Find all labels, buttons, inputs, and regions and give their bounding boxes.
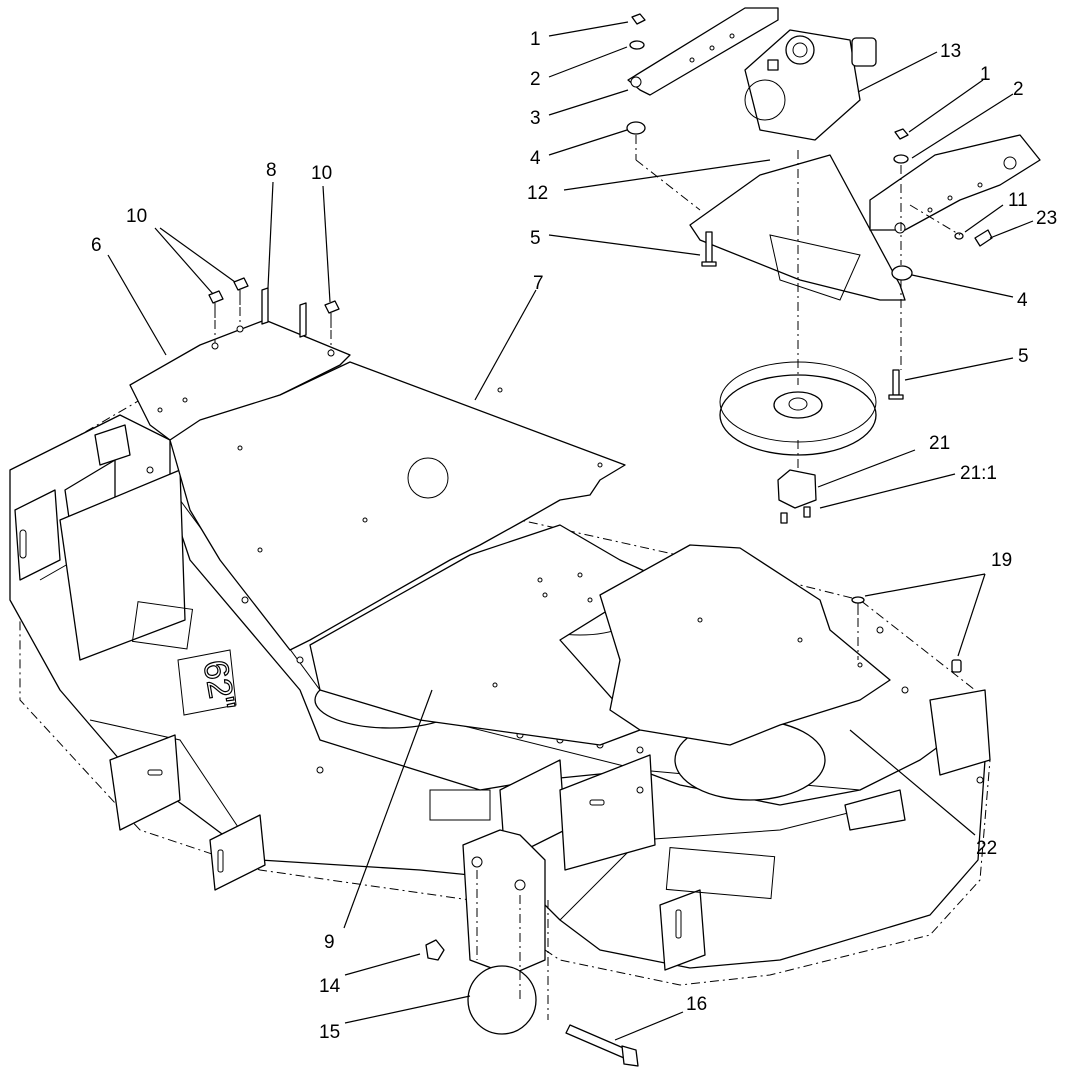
callout-label: 2 [530,69,541,90]
callout-label: 23 [1036,208,1057,229]
callout-label: 4 [1017,290,1028,311]
callout-label: 5 [1018,346,1029,367]
callout-label: 2 [1013,79,1024,100]
gearbox-assembly [626,7,1041,524]
roller-assembly [425,829,639,1067]
callout-label: 10 [311,163,332,184]
callout-label: 19 [991,550,1012,571]
callout-label: 16 [686,994,707,1015]
deck-size-marking: 62" [196,657,242,713]
callout-label: 10 [126,206,147,227]
callout-label: 21 [929,433,950,454]
mower-deck: 62" [9,379,991,986]
callout-label: 12 [527,183,548,204]
callout-label: 5 [530,228,541,249]
callout-label: 14 [319,976,341,997]
callout-label: 7 [533,273,544,294]
callout-label: 22 [976,838,997,859]
cover-rivets [157,387,863,688]
callout-label: 4 [530,148,541,169]
pin-19 [851,596,962,673]
callout-label: 6 [91,235,102,256]
callout-label: 9 [324,932,335,953]
callout-label: 15 [319,1022,340,1043]
callout-leaders [107,21,1034,1041]
callout-label: 1 [530,29,541,50]
callout-label: 11 [1008,190,1028,211]
callout-label: 3 [530,108,541,129]
bolts-10 [208,277,340,357]
callout-label: 1 [980,64,991,85]
callout-label: 21:1 [960,463,997,484]
callout-label: 8 [266,160,277,181]
callout-labels: 1 2 3 4 12 5 13 1 2 11 23 4 5 21 21:1 8 … [91,29,1057,1043]
belt-covers [129,277,891,746]
callout-label: 13 [940,41,961,62]
